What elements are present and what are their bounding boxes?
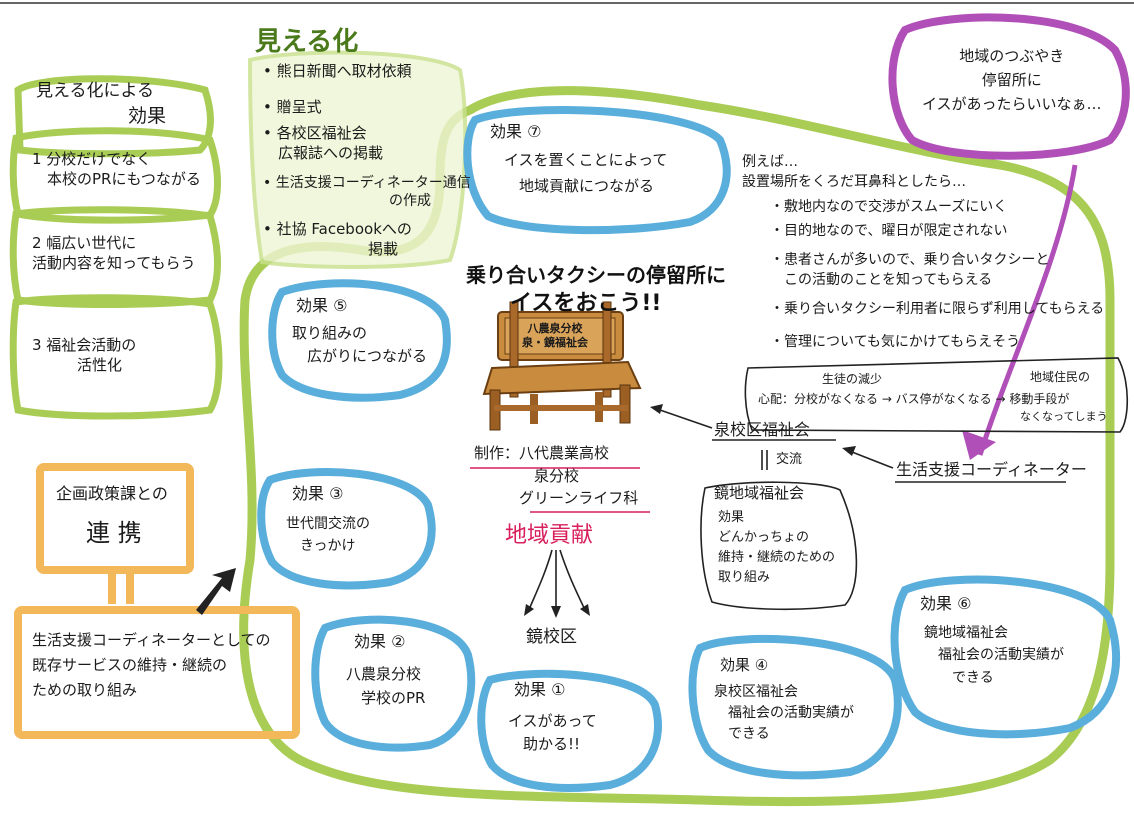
effect-7-outline: [463, 105, 731, 235]
example-bullet-5: ・管理についても気にかけてもらえそう: [770, 334, 1021, 350]
headline-line-2: イスをおこう!!: [510, 291, 662, 316]
effect-4-body: 泉校区福祉会 福祉会の活動実績が できる: [714, 684, 854, 742]
contribution-text: 地域貢献: [505, 523, 594, 548]
collab-body: 生活支援コーディネーターとしての 既存サービスの維持・継続の ための取り組み: [32, 631, 271, 699]
effect-5-body: 取り組みの 広がりにつながる: [292, 324, 428, 366]
coordinator-label: 生活支援コーディネーター: [896, 460, 1087, 479]
arrowhead-izumi-to-bench: [650, 404, 663, 414]
left-panel-title-1: 見える化による: [36, 81, 154, 101]
effect-3-title: 効果 ③: [292, 484, 344, 503]
collab-title-box: [36, 463, 194, 574]
effect-3-body: 世代間交流の きっかけ: [286, 516, 370, 554]
bench-sign: 八農泉分校 泉・鏡福祉会: [522, 322, 588, 350]
visualization-item-2-text: 贈呈式: [276, 98, 322, 116]
arrow-izumi-to-bench: [659, 409, 713, 429]
effect-7-body: イスを置くことによって 地域貢献につながる: [504, 151, 668, 195]
visualization-wash: [247, 50, 468, 269]
example-bullet-1: ・敷地内なので交渉がスムーズにいく: [770, 199, 1008, 215]
worry-top: 生徒の減少: [822, 372, 883, 386]
effect-2-body: 八農泉分校 学校のPR: [346, 665, 426, 707]
effect-5-outline: [268, 279, 451, 402]
contribution-arrowhead-left: [524, 604, 534, 616]
left-panel-item-3: 3 福祉会活動の 活性化: [32, 336, 137, 374]
headline-line-1: 乗り合いタクシーの停留所に: [466, 263, 726, 287]
collab-title-2: 連 携: [86, 519, 142, 547]
left-panel-item-2: 2 幅広い世代に 活動内容を知ってもらう: [32, 234, 196, 272]
effect-5-title: 効果 ⑤: [296, 296, 348, 315]
left-box-2: [9, 206, 221, 308]
contribution-arrow-right: [559, 549, 587, 613]
arrowhead-coord-to-izumi: [842, 446, 856, 456]
effect-1-body: イスがあって 助かる!!: [508, 712, 597, 754]
equals-bar-1: [108, 572, 116, 604]
kagami-welfare-body: 効果 どんかっちょの 維持・継続のための 取り組み: [718, 510, 836, 586]
izumi-welfare: 泉校区福祉会: [714, 420, 811, 439]
collab-title-1: 企画政策課との: [56, 484, 168, 503]
maker-text: 制作：八代農業高校 泉分校 グリーンライフ科: [474, 444, 639, 507]
example-bullet-2: ・目的地なので、曜日が限定されない: [770, 223, 1008, 239]
speech-arrow-head: [962, 430, 996, 460]
effect-6-body: 鏡地域福祉会 福祉会の活動実績が できる: [924, 625, 1064, 686]
effect-7-title: 効果 ⑦: [490, 122, 542, 141]
bench-illustration: [482, 301, 642, 431]
visualization-item-2: • 贈呈式: [263, 98, 322, 116]
visualization-item-1-text: 熊日新聞へ取材依頼: [276, 62, 412, 80]
left-box-3: [9, 294, 223, 420]
effect-6-outline: [890, 575, 1120, 739]
visualization-item-1: • 熊日新聞へ取材依頼: [263, 62, 412, 80]
worry-right-top: 地域住民の: [1030, 370, 1091, 384]
kagami-school-district: 鏡校区: [526, 627, 577, 647]
effect-4-outline: [688, 634, 902, 780]
visualization-item-4: • 生活支援コーディネーター通信 の作成: [263, 175, 471, 210]
contribution-arrow-left: [527, 549, 553, 613]
visualization-item-3-text: 各校区福祉会 広報誌への掲載: [276, 124, 384, 162]
worry-main: 心配：分校がなくなる → バス停がなくなる → 移動手段が: [758, 392, 1070, 406]
speech-text: 地域のつぶやき 停留所に イスがあったらいいなぁ…: [922, 47, 1102, 113]
collab-body-box: [14, 606, 300, 739]
effect-2-title: 効果 ②: [354, 632, 406, 651]
visualization-item-3: • 各校区福祉会 広報誌への掲載: [263, 124, 384, 162]
visualization-title: 見える化: [255, 27, 359, 57]
effect-3-outline: [257, 468, 436, 590]
speech-arrow-line: [977, 164, 1078, 456]
effect-4-title: 効果 ④: [720, 656, 769, 674]
contribution-arrowhead-right: [580, 604, 590, 616]
speech-bubble: [888, 13, 1130, 160]
exchange-label: 交流: [776, 452, 803, 467]
effect-1-outline: [477, 669, 662, 792]
left-title-box: [14, 75, 214, 158]
example-bullet-4: ・乗り合いタクシー利用者に限らず利用してもらえる: [770, 301, 1105, 317]
left-panel-title-2: 効果: [128, 105, 167, 127]
left-panel-item-1: 1 分校だけでなく 本校のPRにもつながる: [32, 150, 201, 188]
effect-6-title: 効果 ⑥: [920, 594, 972, 613]
effect-1-title: 効果 ①: [514, 680, 566, 699]
effect-2-outline: [311, 615, 476, 752]
worry-box: [744, 357, 1129, 433]
equals-bar-2: [126, 572, 134, 604]
examples-intro: 例えば… 設置場所をくろだ耳鼻科としたら…: [742, 154, 966, 191]
visualization-item-5-text: 社協 Facebookへの 掲載: [276, 220, 412, 258]
arrow-coord-to-izumi: [851, 451, 894, 469]
example-bullet-3: ・患者さんが多いので、乗り合いタクシーと この活動のことを知ってもらえる: [770, 252, 1050, 289]
kagami-org-box: [700, 481, 858, 611]
kagami-welfare-title: 鏡地域福祉会: [714, 484, 805, 502]
visualization-item-4-text: 生活支援コーディネーター通信 の作成: [275, 175, 471, 210]
contribution-arrowhead-mid: [551, 606, 561, 618]
worry-right-bottom: なくなってしまう: [1020, 410, 1108, 423]
visualization-item-5: • 社協 Facebookへの 掲載: [263, 220, 412, 258]
collab-arrow: [196, 568, 236, 615]
